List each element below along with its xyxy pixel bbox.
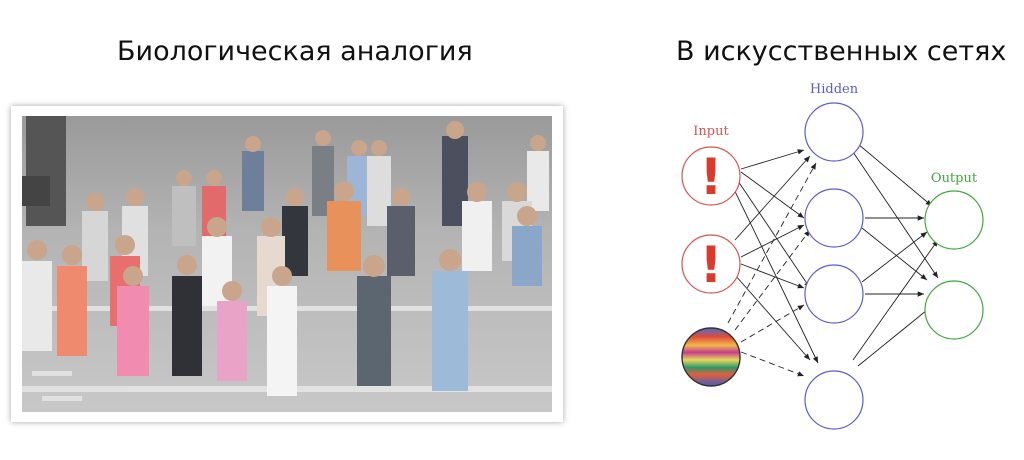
input-label: Input xyxy=(693,124,729,139)
output-nodes xyxy=(924,190,984,340)
output-label: Output xyxy=(931,171,978,186)
crowd-photo xyxy=(22,116,552,412)
hidden-node-4 xyxy=(804,370,864,430)
left-title: Биологическая аналогия xyxy=(117,36,473,67)
hidden-node-1 xyxy=(804,102,864,162)
input-node-2 xyxy=(681,234,741,294)
hidden-nodes xyxy=(804,102,864,430)
neural-network-diagram: ! ! Input Hidden Output xyxy=(681,82,984,430)
dashed-input-edges xyxy=(727,162,817,377)
hidden-node-2 xyxy=(804,188,864,248)
hidden-node-3 xyxy=(804,264,864,324)
hidden-output-edges xyxy=(852,143,939,367)
crowd-photo-frame xyxy=(11,106,563,422)
hidden-label: Hidden xyxy=(810,82,859,97)
output-node-2 xyxy=(924,280,984,340)
input-node-2-glyph: ! xyxy=(700,236,723,294)
input-node-1 xyxy=(681,146,741,206)
input-hidden-edges xyxy=(729,149,819,364)
crowd-figures xyxy=(22,121,549,396)
input-nodes: ! ! xyxy=(681,146,741,387)
right-title: В искусственных сетях xyxy=(676,36,1007,67)
output-node-1 xyxy=(924,190,984,250)
input-node-1-glyph: ! xyxy=(700,148,723,206)
input-node-3-rainbow xyxy=(681,327,741,387)
